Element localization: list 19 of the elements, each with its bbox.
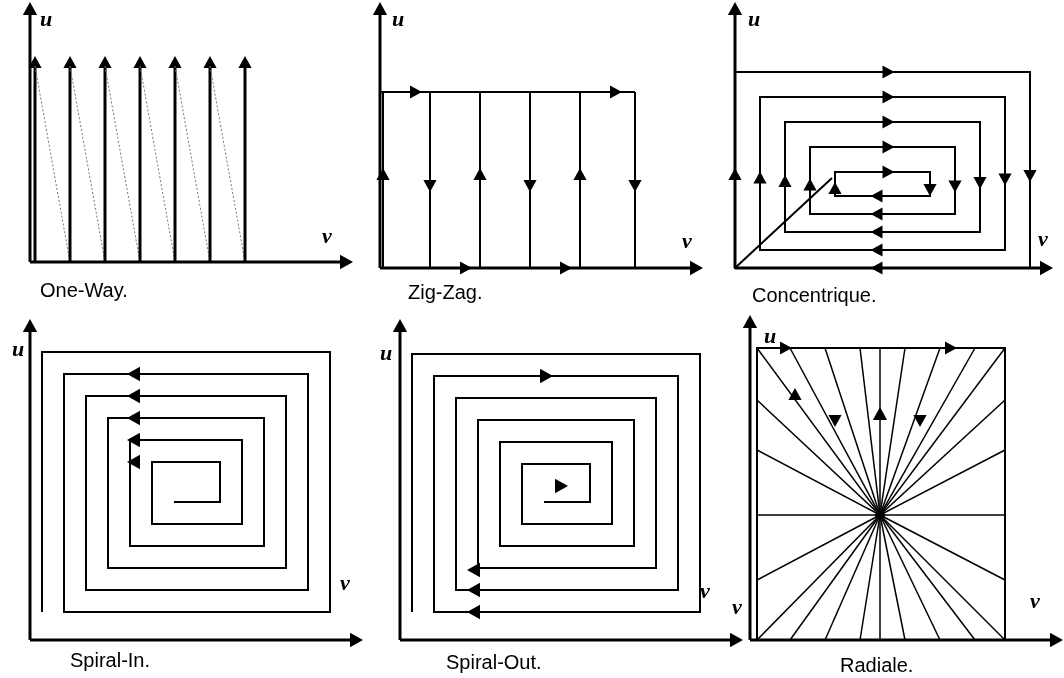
axis-label: v [322, 225, 332, 247]
axis-label: u [764, 325, 777, 347]
pattern-caption: Zig-Zag. [408, 282, 483, 302]
axis-label: u [748, 8, 761, 30]
axis-label: v [1030, 590, 1040, 612]
axis-label: v [682, 230, 692, 252]
axis-label: u [380, 342, 393, 364]
axis-label: v [700, 580, 710, 602]
axis-label: v [1038, 228, 1048, 250]
axis-label: u [392, 8, 405, 30]
axis-label: v [340, 572, 350, 594]
pattern-caption: Concentrique. [752, 285, 877, 305]
axis-label: u [40, 8, 53, 30]
pattern-caption: Radiale. [840, 655, 914, 675]
axis-label: u [12, 338, 25, 360]
pattern-caption: Spiral-Out. [446, 652, 542, 672]
pattern-caption: Spiral-In. [70, 650, 151, 670]
axis-label: v [732, 596, 742, 618]
pattern-caption: One-Way. [40, 280, 128, 300]
